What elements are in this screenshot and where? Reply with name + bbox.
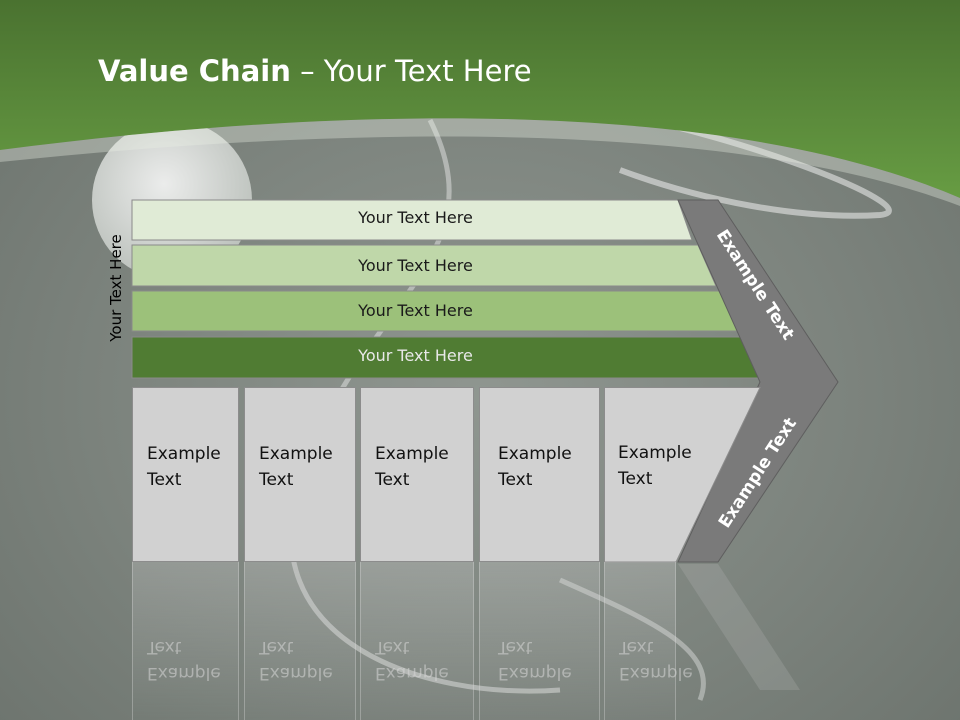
box-label: Example Text: [498, 441, 572, 493]
club-swirl-line: [558, 577, 706, 701]
box-label: Example Text: [147, 441, 221, 493]
box-label-line1: Example: [147, 444, 221, 464]
bar-label: Your Text Here: [358, 346, 473, 365]
box-label: Example Text: [259, 441, 333, 493]
primary-bar: [131, 199, 693, 241]
chevron-arrow: [677, 199, 839, 563]
support-box: Example Text: [479, 387, 600, 562]
box-label: Example Text: [375, 441, 449, 493]
box-label-line1: Example: [618, 443, 692, 463]
support-box: Example Text: [244, 387, 356, 562]
bar-label: Your Text Here: [358, 256, 473, 275]
slide-title: Value Chain – Your Text Here: [98, 54, 532, 88]
box-label-line2: Text: [498, 470, 533, 490]
support-box: Example Text: [360, 387, 474, 562]
club-swirl-line: [599, 107, 892, 219]
bar-label: Your Text Here: [358, 301, 473, 320]
box-label-line2: Text: [259, 470, 294, 490]
header-band: [0, 0, 960, 198]
bar-label: Your Text Here: [358, 208, 473, 227]
support-box: Example Text: [132, 387, 239, 562]
title-rest: – Your Text Here: [290, 54, 532, 88]
box-label: Example Text: [618, 440, 692, 492]
support-box-last: [604, 387, 761, 563]
box-label-line1: Example: [259, 444, 333, 464]
primary-bar: [131, 244, 717, 287]
box-label-line1: Example: [498, 444, 572, 464]
chevron-reflection: [678, 564, 800, 690]
header-highlight: [0, 118, 960, 206]
box-label-line2: Text: [147, 470, 182, 490]
box-label-line2: Text: [618, 469, 653, 489]
title-bold: Value Chain: [98, 54, 291, 88]
box-label-line2: Text: [375, 470, 410, 490]
box-label-line1: Example: [375, 444, 449, 464]
